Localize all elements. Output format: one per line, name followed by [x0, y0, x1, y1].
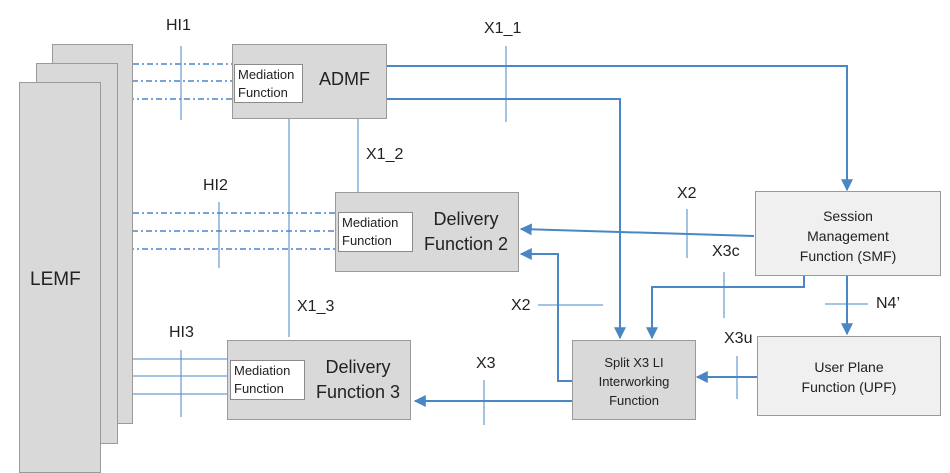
split-x3-lif-box[interactable]: Split X3 LI Interworking Function: [572, 340, 696, 420]
x3u-label: X3u: [724, 330, 753, 347]
delivery-function-3-box[interactable]: Mediation Function Delivery Function 3: [227, 340, 411, 420]
x3-arrows: [413, 276, 853, 407]
x1-lines: [288, 119, 359, 337]
upf-box[interactable]: User Plane Function (UPF): [757, 336, 941, 416]
admf-title: ADMF: [319, 69, 370, 89]
hi3-label: HI3: [169, 324, 194, 341]
x3c-label: X3c: [712, 243, 740, 260]
admf-box[interactable]: Mediation Function ADMF: [232, 44, 387, 119]
x1-2-label: X1_2: [366, 146, 404, 163]
split-x3-lif-label: Split X3 LI Interworking Function: [598, 355, 670, 408]
df3-title: Delivery Function 3: [315, 357, 401, 402]
x1-1-label: X1_1: [484, 20, 522, 37]
df2-title: Delivery Function 2: [423, 209, 509, 254]
smf-label: Session Management Function (SMF): [799, 208, 897, 264]
x2-arrows: [519, 223, 755, 382]
x3-label: X3: [476, 355, 496, 372]
admf-mediation-function: Mediation Function: [234, 64, 303, 103]
upf-label: User Plane Function (UPF): [801, 359, 897, 395]
x2-smf-label: X2: [677, 185, 697, 202]
x1-1-arrows: [387, 65, 853, 340]
n4-label: N4’: [876, 295, 901, 312]
hi1-links: [100, 63, 233, 100]
df3-mediation-function: Mediation Function: [230, 360, 305, 400]
hi2-links: [100, 212, 338, 250]
x1-3-label: X1_3: [297, 298, 335, 315]
df2-mediation-function: Mediation Function: [338, 212, 413, 252]
refpoint-ticks: [180, 46, 868, 425]
lemf-box[interactable]: LEMF: [19, 82, 101, 473]
hi1-label: HI1: [166, 17, 191, 34]
delivery-function-2-box[interactable]: Mediation Function Delivery Function 2: [335, 192, 519, 272]
x2-lif-label: X2: [511, 297, 531, 314]
lemf-label: LEMF: [30, 269, 81, 290]
smf-box[interactable]: Session Management Function (SMF): [755, 191, 941, 276]
hi2-label: HI2: [203, 177, 228, 194]
